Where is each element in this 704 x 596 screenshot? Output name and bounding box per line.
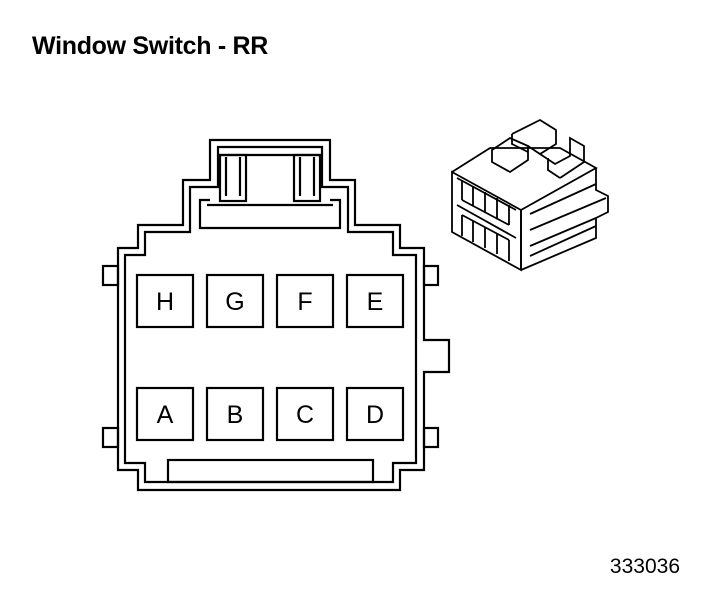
pin-cavity-h bbox=[135, 273, 195, 329]
pin-label-f: F bbox=[297, 288, 312, 316]
pin-cavity-g bbox=[205, 273, 265, 329]
pin-cavity-f bbox=[275, 273, 335, 329]
connector-iso-view bbox=[451, 118, 609, 272]
pin-label-a: A bbox=[157, 401, 174, 429]
pin-cavity-b bbox=[205, 386, 265, 442]
pin-label-h: H bbox=[156, 288, 174, 316]
pin-label-g: G bbox=[225, 288, 244, 316]
pin-label-d: D bbox=[366, 401, 384, 429]
pin-cavity-c bbox=[275, 386, 335, 442]
diagram-title: Window Switch - RR bbox=[32, 32, 269, 60]
pin-cavity-e bbox=[345, 273, 405, 329]
pin-label-b: B bbox=[227, 401, 244, 429]
pin-cavity-d bbox=[345, 386, 405, 442]
figure-id: 333036 bbox=[609, 555, 680, 578]
pin-label-c: C bbox=[296, 401, 314, 429]
connector-face bbox=[101, 138, 451, 492]
pin-cavity-a bbox=[135, 386, 195, 442]
pin-labels: H G F E A B C D bbox=[156, 288, 384, 429]
pin-cavities bbox=[135, 273, 405, 442]
pin-label-e: E bbox=[367, 288, 384, 316]
